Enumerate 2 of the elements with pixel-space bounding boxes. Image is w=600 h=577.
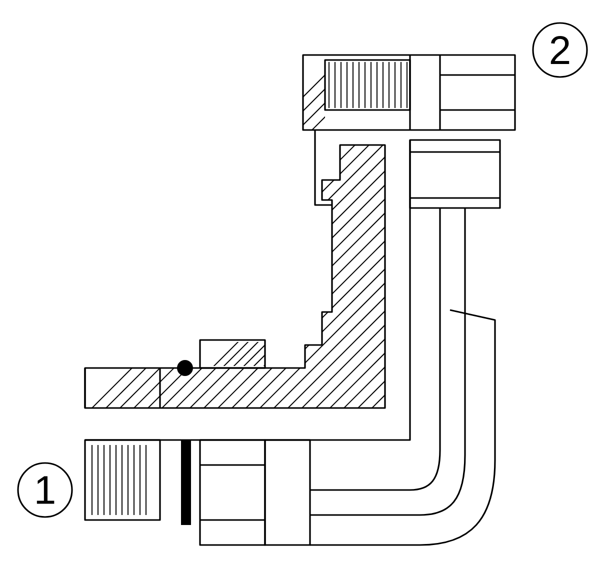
callout-number: 1 [17,462,73,518]
callout-number: 2 [532,22,588,78]
